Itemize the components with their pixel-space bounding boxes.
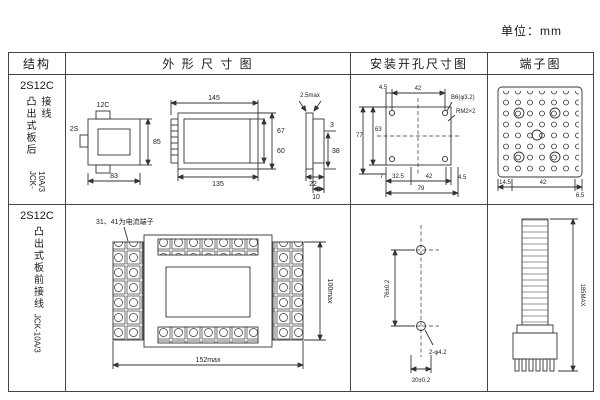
current-terminal-note: 31、41为电流端子 bbox=[96, 217, 154, 226]
structure-cell-front: 2S12C 凸出式板前接线 JCK-10A/3 bbox=[9, 205, 66, 391]
mounting-left-inner: 63 bbox=[375, 127, 382, 133]
header-terminal: 端子图 bbox=[488, 53, 593, 75]
front-width-dim: 83 bbox=[110, 173, 118, 180]
front-view: 12C 2S 83 85 bbox=[70, 102, 161, 185]
mounting-top-b: 42 bbox=[415, 86, 422, 92]
terminal-strip-top bbox=[157, 238, 259, 256]
outline-drawing-rear: 12C 2S 83 85 bbox=[70, 93, 340, 201]
model-code-label: JCK-10A/3 bbox=[28, 171, 46, 193]
terminal-dim-c: 6.5 bbox=[576, 193, 585, 199]
spec-table: 结构 外 形 尺 寸 图 安装开孔尺寸图 端子图 2S12C 凸出式板后接线 J… bbox=[8, 52, 594, 392]
outline-cell-rear: 12C 2S 83 85 bbox=[66, 75, 351, 205]
mounting-bottom-dim: 20±0.2 bbox=[412, 378, 431, 384]
header-mounting: 安装开孔尺寸图 bbox=[351, 53, 488, 75]
terminal-cell-front: 185MAX bbox=[488, 205, 593, 391]
mounting-cell-front: 76±0.2 2-φ4.2 20±0.2 bbox=[351, 205, 488, 391]
terminal-drawing-rear: 14.5 42 6.5 bbox=[497, 86, 585, 199]
mounting-bottom-c: 42 bbox=[426, 174, 433, 180]
mounting-left-outer: 77 bbox=[356, 133, 363, 139]
mounting-drawing-front: 76±0.2 2-φ4.2 20±0.2 bbox=[385, 225, 447, 384]
terminal-dim-b: 42 bbox=[540, 180, 547, 186]
terminal-height-dim: 185MAX bbox=[579, 283, 585, 306]
side-bottom-dim: 135 bbox=[212, 181, 224, 188]
outline-height-dim: 100max bbox=[326, 279, 333, 304]
structure-cell-rear: 2S12C 凸出式板后接线 JCK-10A/3 bbox=[9, 75, 66, 205]
terminal-dim-a: 14.5 bbox=[499, 180, 511, 186]
mount-type-label: 凸出式板前接线 bbox=[31, 226, 43, 310]
mounting-bottom-d: 4.5 bbox=[458, 175, 467, 181]
front-left-label: 2S bbox=[70, 126, 79, 133]
model-code-label: JCK-10A/3 bbox=[32, 314, 42, 353]
mounting-holes-note: 2-φ4.2 bbox=[429, 350, 447, 356]
mounting-bottom-total: 79 bbox=[418, 186, 425, 192]
mounting-note-hole: B6(φ3.2) bbox=[451, 95, 475, 101]
front-height-dim: 85 bbox=[153, 139, 161, 146]
end-dim-b: 10 bbox=[312, 194, 320, 201]
side-top-dim: 145 bbox=[208, 95, 220, 102]
outline-drawing-front: 31、41为电流端子 152max 100max bbox=[96, 217, 333, 369]
end-dim-c: 3 bbox=[330, 122, 334, 129]
mounting-bottom-b: 32.5 bbox=[392, 174, 404, 180]
front-top-label: 12C bbox=[97, 102, 110, 109]
relay-body-side bbox=[521, 218, 549, 326]
terminal-cell-rear: 14.5 42 6.5 bbox=[488, 75, 593, 205]
mount-type-label: 凸出式板后接线 bbox=[24, 96, 50, 156]
mounting-bottom-a: 7 bbox=[380, 174, 384, 180]
mounting-cell-rear: 4.5 42 B6(φ3.2) RM2×2 77 63 7 32.5 42 4.… bbox=[351, 75, 488, 205]
unit-label: 单位：mm bbox=[501, 24, 562, 38]
outline-width-dim: 152max bbox=[196, 357, 221, 364]
model-label: 2S12C bbox=[20, 80, 54, 92]
header-structure: 结构 bbox=[9, 53, 66, 75]
side-inner-dim: 60 bbox=[277, 148, 285, 155]
terminal-grid bbox=[501, 91, 579, 173]
terminal-strip-right bbox=[272, 241, 304, 341]
model-label: 2S12C bbox=[20, 210, 54, 222]
end-view: 2.5max 3 38 22 10 bbox=[298, 93, 340, 201]
mounting-drawing-rear: 4.5 42 B6(φ3.2) RM2×2 77 63 7 32.5 42 4.… bbox=[356, 85, 476, 197]
mounting-top-a: 4.5 bbox=[379, 85, 388, 91]
side-outer-dim: 67 bbox=[277, 128, 285, 135]
side-view: 145 135 67 60 bbox=[170, 95, 285, 188]
end-dim-d: 38 bbox=[332, 148, 340, 155]
terminal-strip-bottom bbox=[157, 326, 259, 344]
mounting-note-thread: RM2×2 bbox=[456, 109, 476, 115]
mounting-height-dim: 76±0.2 bbox=[385, 279, 391, 298]
terminal-drawing-front: 185MAX bbox=[512, 218, 585, 372]
end-thickness-dim: 2.5max bbox=[300, 93, 320, 99]
header-outline: 外 形 尺 寸 图 bbox=[66, 53, 351, 75]
terminal-strip-left bbox=[112, 241, 144, 341]
outline-cell-front: 31、41为电流端子 152max 100max bbox=[66, 205, 351, 391]
